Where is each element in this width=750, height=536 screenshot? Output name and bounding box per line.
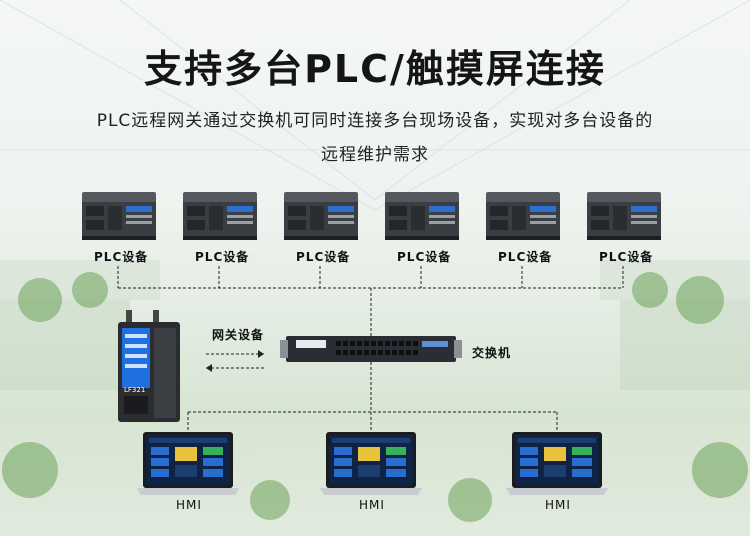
- page-subtitle: PLC远程网关通过交换机可同时连接多台现场设备，实现对多台设备的 远程维护需求: [28, 104, 722, 172]
- hmi-device-1: [137, 432, 239, 495]
- plc-label-6: PLC设备: [599, 250, 654, 264]
- plc-device-5: [486, 192, 560, 240]
- subtitle-line-1: PLC远程网关通过交换机可同时连接多台现场设备，实现对多台设备的: [96, 111, 654, 131]
- hmi-label-3: HMI: [545, 498, 571, 512]
- network-switch: [280, 336, 462, 362]
- plc-label-2: PLC设备: [195, 250, 250, 264]
- gateway-device: [118, 310, 180, 422]
- arrow-left-icon: [206, 364, 212, 372]
- plc-label-1: PLC设备: [94, 250, 149, 264]
- plc-device-4: [385, 192, 459, 240]
- plc-device-6: [587, 192, 661, 240]
- hmi-label-2: HMI: [359, 498, 385, 512]
- subtitle-line-2: 远程维护需求: [321, 145, 429, 165]
- switch-label: 交换机: [472, 346, 512, 360]
- arrow-right-icon: [258, 350, 264, 358]
- hmi-connection-lines: [187, 362, 558, 430]
- plc-label-3: PLC设备: [296, 250, 351, 264]
- gateway-label: 网关设备: [212, 328, 265, 342]
- gateway-model: LF321: [124, 386, 145, 394]
- hmi-device-2: [320, 432, 422, 495]
- plc-device-2: [183, 192, 257, 240]
- hmi-device-3: [506, 432, 608, 495]
- page-title: 支持多台PLC/触摸屏连接: [144, 47, 606, 91]
- hmi-label-1: HMI: [176, 498, 202, 512]
- plc-device-1: [82, 192, 156, 240]
- gateway-link: [206, 353, 264, 369]
- plc-label-4: PLC设备: [397, 250, 452, 264]
- plc-connection-lines: [117, 266, 624, 336]
- plc-device-3: [284, 192, 358, 240]
- plc-label-5: PLC设备: [498, 250, 553, 264]
